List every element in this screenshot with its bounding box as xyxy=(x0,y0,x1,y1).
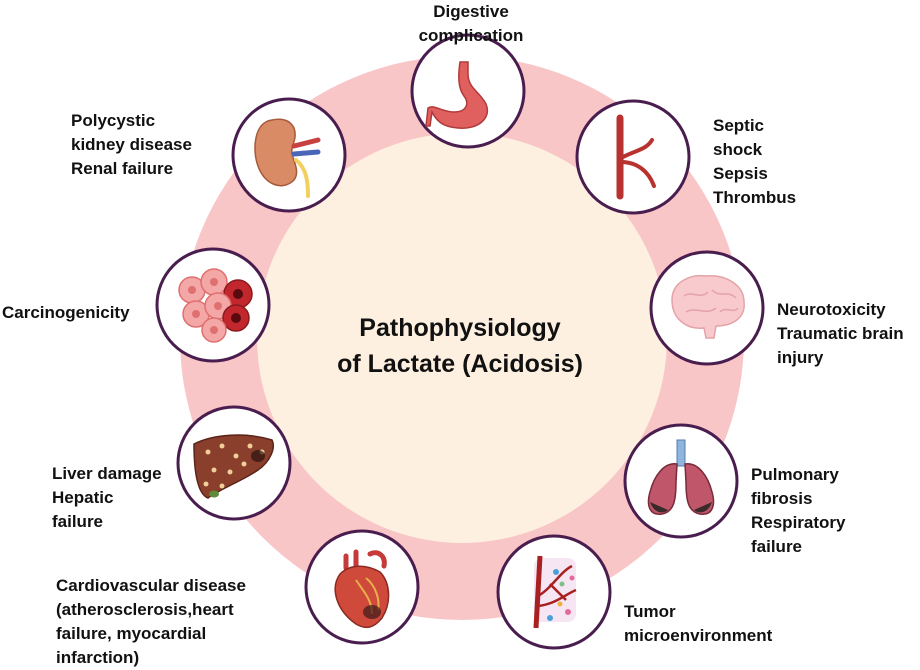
heart-icon xyxy=(334,549,390,629)
label-liver: Liver damage Hepatic failure xyxy=(52,462,162,534)
label-line: Digestive xyxy=(433,2,509,21)
node-pulmonary xyxy=(623,423,739,539)
title-line-1: Pathophysiology xyxy=(359,314,561,342)
label-kidney: Polycystic kidney disease Renal failure xyxy=(71,109,192,181)
node-kidney xyxy=(231,97,347,213)
label-cardio: Cardiovascular disease (atherosclerosis,… xyxy=(56,574,246,670)
label-line: failure, myocardial xyxy=(56,624,207,643)
node-digestive xyxy=(410,33,526,149)
node-septic xyxy=(575,99,691,215)
label-line: shock xyxy=(713,140,763,159)
label-line: failure xyxy=(751,537,803,556)
blood-vessel-icon xyxy=(616,114,656,200)
label-neuro: Neurotoxicity Traumatic brain injury xyxy=(777,298,904,370)
label-line: complication xyxy=(418,26,524,45)
node-neuro xyxy=(649,250,765,366)
kidney-icon xyxy=(254,118,321,198)
label-line: Respiratory xyxy=(751,513,846,532)
label-line: Polycystic xyxy=(71,111,156,130)
label-line: Traumatic brain xyxy=(777,324,904,343)
label-line: Sepsis xyxy=(713,164,768,183)
brain-icon xyxy=(671,274,745,339)
stomach-icon xyxy=(425,61,489,129)
label-line: Carcinogenicity xyxy=(2,303,130,322)
label-line: infarction) xyxy=(56,648,140,667)
label-line: failure xyxy=(52,512,104,531)
label-tumor: Tumor microenvironment xyxy=(624,600,772,648)
label-line: fibrosis xyxy=(751,489,813,508)
label-line: Tumor xyxy=(624,602,676,621)
label-line: microenvironment xyxy=(624,626,773,645)
inner-circle xyxy=(257,133,667,543)
label-line: Cardiovascular disease xyxy=(56,576,246,595)
node-cardio xyxy=(304,529,420,645)
label-line: (atherosclerosis,heart xyxy=(56,600,234,619)
label-septic: Septic shock Sepsis Thrombus xyxy=(713,114,796,210)
liver-icon xyxy=(193,434,274,499)
label-line: Pulmonary xyxy=(751,465,839,484)
label-digestive: Digestive complication xyxy=(408,0,534,48)
diagram-title: Pathophysiology of Lactate (Acidosis) xyxy=(330,310,590,382)
node-carcinogenicity xyxy=(155,247,271,363)
label-line: Thrombus xyxy=(713,188,797,207)
label-line: injury xyxy=(777,348,824,367)
lungs-icon xyxy=(647,439,715,515)
label-line: Liver damage xyxy=(52,464,162,483)
cancer-cells-icon xyxy=(178,268,253,343)
node-tumor xyxy=(496,534,612,650)
label-line: kidney disease xyxy=(71,135,192,154)
node-liver xyxy=(176,405,292,521)
label-pulmonary: Pulmonary fibrosis Respiratory failure xyxy=(751,463,845,559)
label-line: Renal failure xyxy=(71,159,174,178)
tumor-vessel-icon xyxy=(533,555,577,629)
label-line: Septic xyxy=(713,116,765,135)
label-line: Hepatic xyxy=(52,488,114,507)
title-line-2: of Lactate (Acidosis) xyxy=(337,350,583,378)
label-carcinogenicity: Carcinogenicity xyxy=(2,301,130,325)
label-line: Neurotoxicity xyxy=(777,300,886,319)
